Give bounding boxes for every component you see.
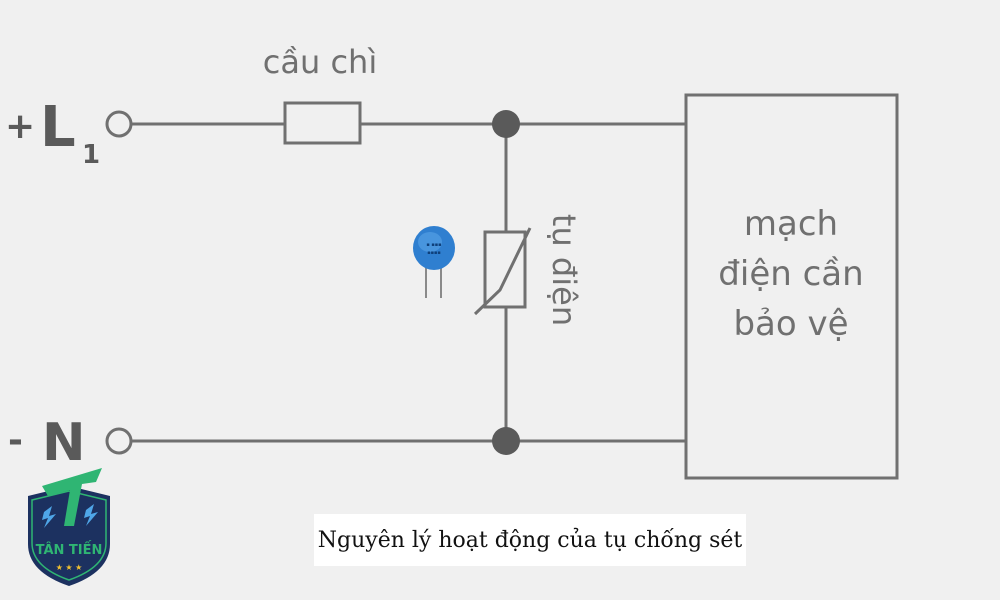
varistor-symbol: [483, 230, 527, 309]
ceramic-capacitor-icon: ▪ ▪▪▪ ▪▪▪▪: [413, 226, 455, 298]
varistor-label: tụ điện: [545, 214, 583, 326]
junction-bottom: [492, 427, 520, 455]
caption-box: Nguyên lý hoạt động của tụ chống sét: [314, 514, 746, 566]
load-label-line1: mạch: [744, 204, 838, 244]
fuse-symbol: [283, 101, 362, 145]
svg-text:▪ ▪▪▪: ▪ ▪▪▪: [426, 242, 441, 248]
terminal-l1-circle: [105, 110, 133, 138]
terminal-l-subscript: 1: [82, 140, 100, 170]
tan-tien-logo: TÂN TIẾN ★ ★ ★: [28, 468, 110, 586]
terminal-n-label: N: [42, 413, 86, 473]
svg-text:▪▪▪▪: ▪▪▪▪: [427, 250, 441, 256]
negative-sign: -: [8, 420, 23, 461]
terminal-l-label: L: [40, 95, 76, 160]
varistor-diagonal: [473, 227, 532, 316]
logo-text: TÂN TIẾN: [36, 541, 103, 558]
load-label-line3: bảo vệ: [733, 304, 848, 344]
load-label-line2: điện cần: [718, 254, 863, 294]
fuse-label: cầu chì: [263, 43, 377, 81]
svg-text:★ ★ ★: ★ ★ ★: [56, 563, 83, 572]
caption-text: Nguyên lý hoạt động của tụ chống sét: [317, 527, 743, 553]
terminal-n-circle: [105, 427, 133, 455]
positive-sign: +: [5, 106, 35, 147]
load-box: [684, 93, 899, 480]
junction-top: [492, 110, 520, 138]
